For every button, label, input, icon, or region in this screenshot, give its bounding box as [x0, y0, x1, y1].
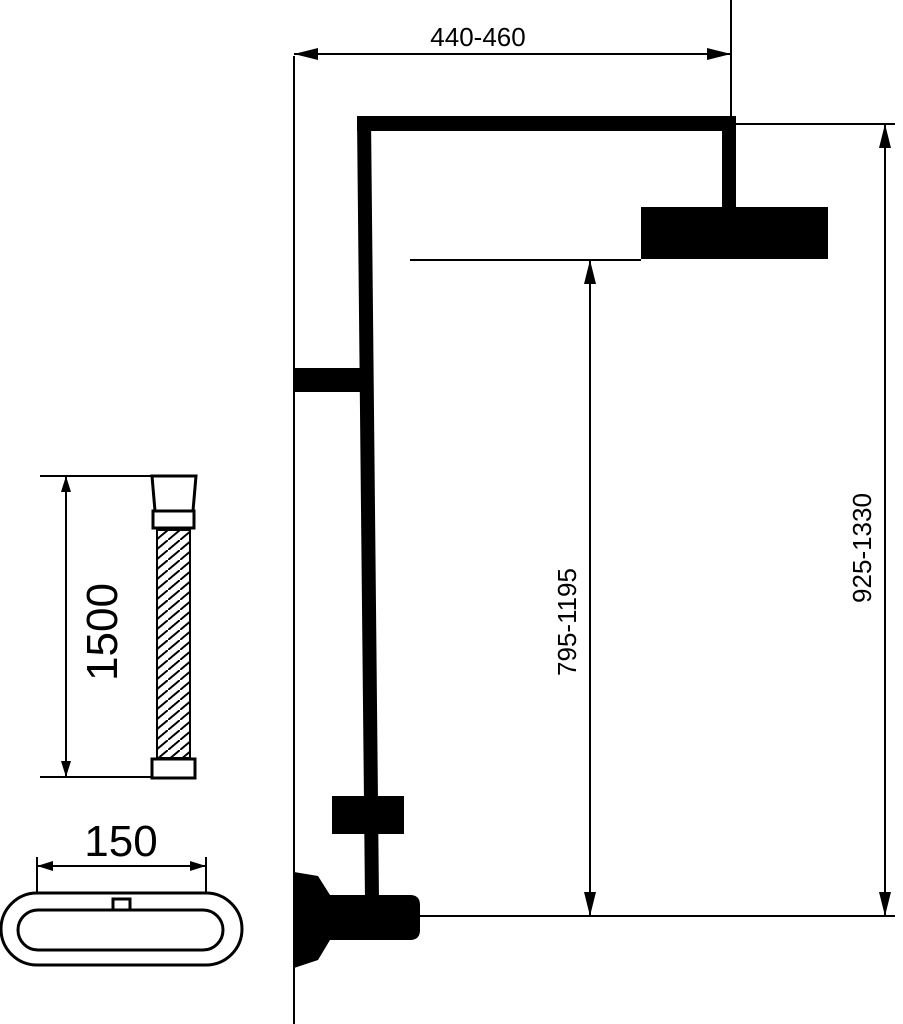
- label-head-height: 795-1195: [552, 568, 582, 676]
- mixer-outlet: [111, 897, 132, 912]
- riser-pipe: [357, 118, 379, 900]
- mixer-top-view: 150: [0, 817, 244, 967]
- label-total-height: 925-1330: [847, 493, 877, 603]
- label-mixer-centres: 150: [84, 817, 157, 866]
- hose-braid: [156, 529, 191, 759]
- label-hose-length: 1500: [78, 583, 127, 681]
- hose-detail: 1500: [40, 474, 198, 780]
- shower-head: [641, 207, 828, 259]
- mixer-inner-body: [16, 908, 225, 952]
- hose-bottom-nut: [150, 757, 197, 780]
- mixer-body: [294, 872, 420, 968]
- head-drop-pipe: [722, 116, 736, 212]
- label-arm-reach: 440-460: [430, 22, 525, 52]
- shower-arm: [357, 116, 736, 131]
- hose-top-ferrule: [151, 509, 196, 530]
- wall-bracket: [294, 368, 364, 392]
- hose-top-nut: [150, 474, 198, 513]
- handset-holder: [332, 796, 404, 834]
